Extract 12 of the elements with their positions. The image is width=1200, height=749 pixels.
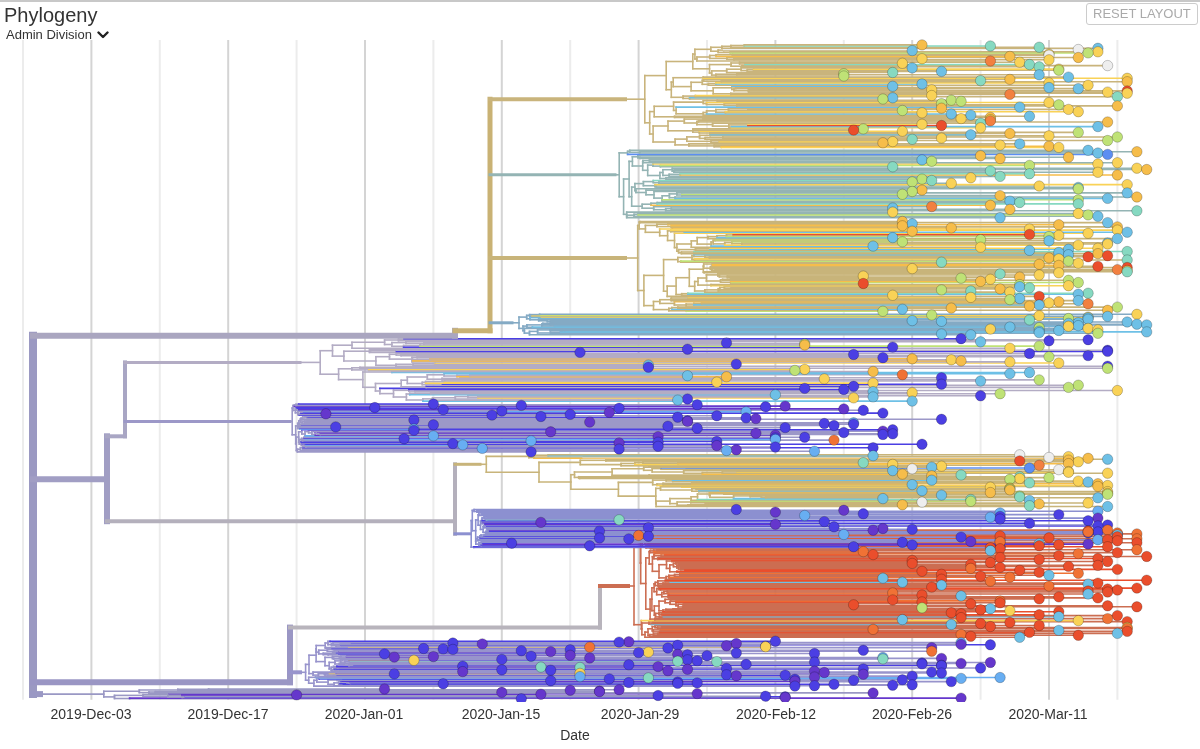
axis-tick-label: 2020-Mar-11 — [1008, 706, 1088, 723]
axis-tick-label: 2020-Jan-15 — [461, 706, 541, 723]
color-by-label: Admin Division — [6, 27, 92, 43]
panel-title: Phylogeny — [4, 3, 98, 27]
axis-title: Date — [560, 727, 590, 744]
axis-tick-label: 2020-Jan-01 — [324, 706, 404, 723]
axis-tick-label: 2020-Jan-29 — [600, 706, 680, 723]
axis-tick-label: 2019-Dec-17 — [187, 706, 269, 723]
axis-tick-label: 2019-Dec-03 — [50, 706, 132, 723]
axis-tick-label: 2020-Feb-12 — [735, 706, 817, 723]
axis-tick-label: 2020-Feb-26 — [871, 706, 953, 723]
reset-layout-button: RESET LAYOUT — [1086, 3, 1198, 25]
